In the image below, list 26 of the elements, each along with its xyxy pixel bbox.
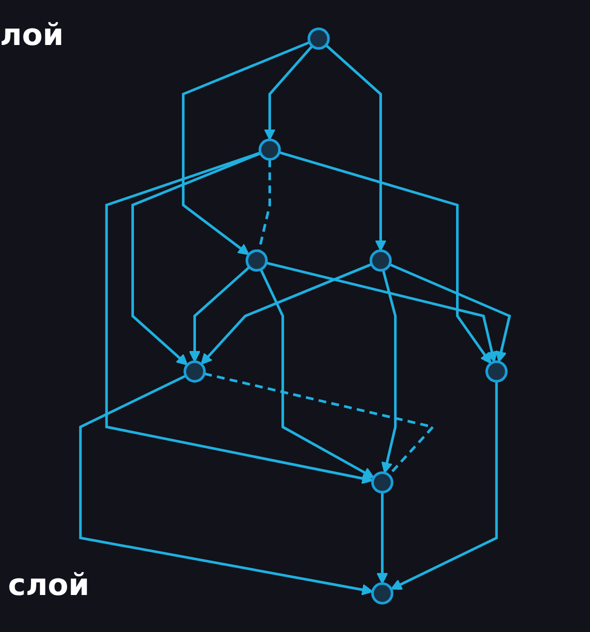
- arrow: [266, 262, 498, 362]
- layer-label: лой: [0, 18, 64, 53]
- layer-label: слой: [8, 568, 90, 603]
- arrow: [325, 44, 386, 252]
- node-circle: [485, 360, 508, 383]
- node-circle: [246, 249, 268, 272]
- node-circle: [370, 249, 392, 272]
- arrow: [131, 152, 262, 366]
- arrow: [188, 266, 250, 362]
- arrow: [381, 270, 397, 474]
- arrow: [200, 263, 372, 365]
- arrow: [182, 41, 310, 256]
- arrow: [79, 374, 374, 596]
- arrow: [105, 151, 374, 484]
- arrow: [376, 492, 388, 584]
- node-circle: [308, 28, 330, 50]
- arrow: [260, 268, 374, 478]
- node-circle: [184, 360, 206, 383]
- arrow: [264, 45, 314, 140]
- node-circle: [258, 138, 281, 161]
- arrow: [389, 263, 512, 362]
- node-circle: [371, 582, 394, 604]
- node-circle: [371, 471, 394, 494]
- arrow: [390, 381, 498, 590]
- connector: [258, 159, 272, 252]
- arrow: [278, 151, 492, 364]
